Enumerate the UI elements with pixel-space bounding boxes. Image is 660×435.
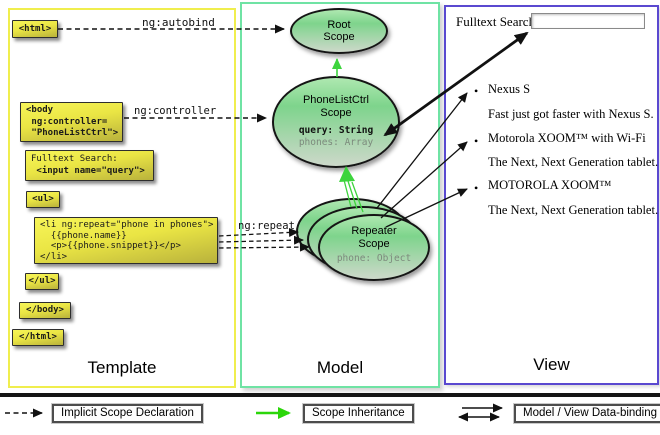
phones-property: phones: Array bbox=[298, 137, 374, 148]
model-column: Model bbox=[240, 2, 440, 388]
phonelistctrl-scope-title: PhoneListCtrl Scope bbox=[302, 94, 370, 119]
view-item-desc: The Next, Next Generation tablet. bbox=[488, 155, 659, 169]
fulltext-label-code: Fulltext Search: bbox=[31, 154, 118, 164]
view-item-desc: The Next, Next Generation tablet. bbox=[488, 203, 659, 217]
view-column-label: View bbox=[533, 355, 570, 374]
ng-autobind-label: ng:autobind bbox=[142, 16, 215, 29]
bullet-icon: • bbox=[474, 134, 479, 148]
root-scope-ellipse: Root Scope bbox=[290, 8, 388, 54]
body-close-tag-box: </body> bbox=[19, 302, 71, 319]
view-item-title: MOTOROLA XOOM™ bbox=[488, 178, 612, 192]
root-scope-title: Root Scope bbox=[323, 18, 355, 44]
html-open-tag-box: <html> bbox=[12, 20, 58, 38]
fulltext-search-input[interactable] bbox=[531, 13, 645, 29]
model-column-label: Model bbox=[316, 358, 364, 377]
ng-repeat-label: ng:repeat bbox=[238, 220, 295, 232]
view-item-desc: Fast just got faster with Nexus S. bbox=[488, 107, 654, 121]
phone-property: phone: Object bbox=[336, 253, 412, 264]
view-item-title: Motorola XOOM™ with Wi-Fi bbox=[488, 131, 646, 145]
body-open-tag-box: <body ng:controller= "PhoneListCtrl"> bbox=[20, 102, 123, 142]
input-tag-code: <input name="query"> bbox=[31, 166, 145, 176]
repeater-scope-title: Repeater Scope bbox=[351, 225, 397, 250]
ul-open-tag-box: <ul> bbox=[26, 191, 60, 208]
query-property: query: String bbox=[298, 125, 374, 136]
view-search-label: Fulltext Search: bbox=[456, 14, 539, 29]
legend-separator-line bbox=[0, 393, 660, 397]
legend-implicit-scope: Implicit Scope Declaration bbox=[52, 404, 203, 423]
repeater-scope-ellipse-front: Repeater Scope phone: Object bbox=[318, 214, 430, 281]
html-close-tag-box: </html> bbox=[12, 329, 64, 346]
bullet-icon: • bbox=[474, 84, 479, 98]
template-column-label: Template bbox=[87, 358, 157, 377]
bullet-icon: • bbox=[474, 181, 479, 195]
phonelistctrl-scope-ellipse: PhoneListCtrl Scope query: String phones… bbox=[272, 76, 400, 168]
legend-scope-inheritance: Scope Inheritance bbox=[303, 404, 414, 423]
li-repeat-box: <li ng:repeat="phone in phones"> {{phone… bbox=[34, 217, 218, 264]
fulltext-input-box: Fulltext Search: <input name="query"> bbox=[25, 150, 154, 181]
view-item-title: Nexus S bbox=[488, 82, 531, 96]
legend-data-binding: Model / View Data-binding bbox=[514, 404, 660, 423]
ul-close-tag-box: </ul> bbox=[25, 273, 59, 290]
ng-controller-label: ng:controller bbox=[134, 105, 217, 117]
